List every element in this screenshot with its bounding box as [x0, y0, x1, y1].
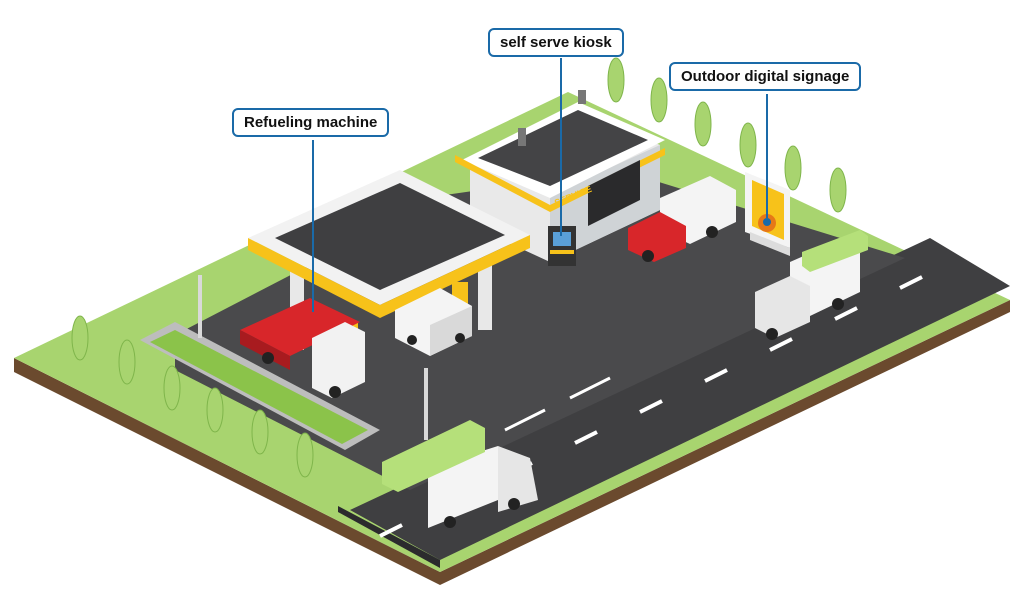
self-serve-kiosk-icon: [548, 226, 576, 266]
callout-outdoor-digital-signage: Outdoor digital signage: [669, 62, 862, 91]
van-icon: [395, 288, 472, 356]
callout-self-serve-kiosk: self serve kiosk: [488, 28, 624, 57]
hedge-boxes: [382, 230, 868, 492]
red-box-truck-icon: [628, 176, 736, 262]
fuel-canopy: [248, 170, 530, 350]
light-poles: [198, 275, 428, 440]
callout-leader-lines: [312, 58, 768, 312]
truck-icon: [240, 298, 365, 398]
store-building: SERVICE: [455, 90, 665, 262]
tree-icon: [71, 57, 847, 478]
callout-refueling-machine: Refueling machine: [232, 108, 390, 137]
planter-bed: [140, 322, 380, 450]
